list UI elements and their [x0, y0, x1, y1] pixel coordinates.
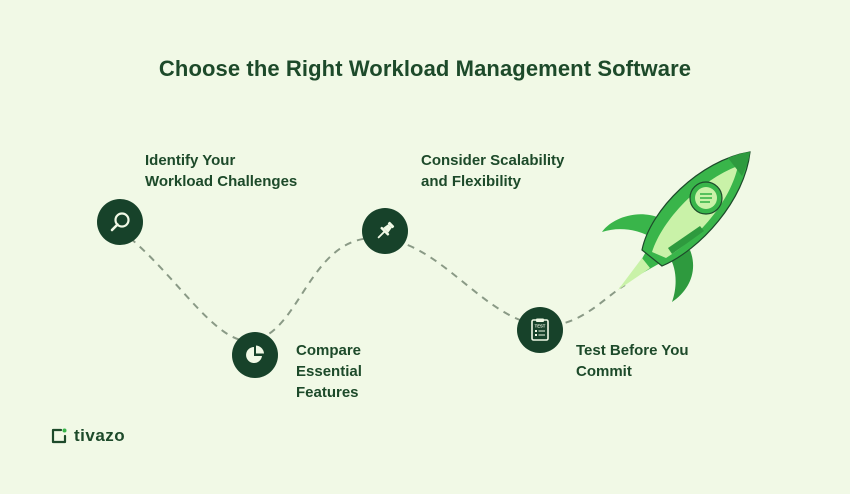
step-3-label: Consider Scalability and Flexibility [421, 152, 565, 190]
magnifier-icon [110, 212, 130, 232]
brand-logo: tivazo [50, 426, 125, 446]
step-2-node [232, 332, 278, 378]
page-title: Choose the Right Workload Management Sof… [158, 56, 692, 81]
step-4-node: TEST [517, 307, 563, 353]
tivazo-logo-icon [51, 428, 67, 444]
brand-name: tivazo [74, 426, 126, 445]
step-2-label: Compare Essential Features [296, 342, 362, 401]
rocket-icon [602, 151, 751, 302]
clipboard-text: TEST [535, 324, 546, 329]
test-clipboard-icon: TEST [531, 318, 549, 341]
step-1-label: Identify Your Workload Challenges [145, 152, 298, 190]
step-1-node [97, 199, 143, 245]
step-3-node [362, 208, 408, 254]
pie-chart-icon [246, 345, 264, 363]
step-4-label: Test Before You Commit [576, 342, 689, 380]
pushpin-icon [377, 221, 395, 239]
